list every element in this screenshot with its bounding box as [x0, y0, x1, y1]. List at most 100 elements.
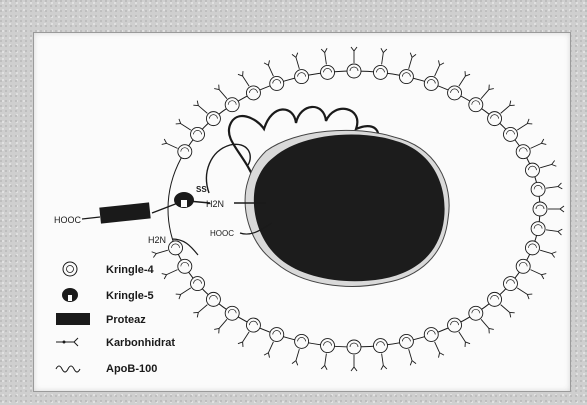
carbohydrate-chain [214, 85, 227, 99]
carbohydrate-chain [530, 139, 546, 148]
carbohydrate-chain [546, 183, 562, 189]
kringle-4-unit [295, 70, 309, 84]
kringle-4-unit [169, 241, 183, 255]
kringle-4-unit [448, 318, 462, 332]
legend-proteaz-icon [56, 313, 90, 325]
kringle-4-unit [469, 306, 483, 320]
carbohydrate-chain [501, 305, 515, 318]
carbohydrate-chain [214, 319, 227, 333]
carbohydrate-chain [435, 60, 444, 76]
legend-kringle4-icon [63, 262, 77, 276]
carbohydrate-chain [548, 206, 564, 212]
carbohydrate-chain [459, 332, 470, 347]
kringle-4-unit [246, 318, 260, 332]
kringle-4-unit [516, 259, 530, 273]
carbohydrate-chain [481, 319, 494, 333]
kringle-4-unit [448, 86, 462, 100]
lipoprotein-a-diagram: HOOC SS H2N H2N HOOC Kringle-4 Kringle-5… [34, 33, 570, 391]
carbohydrate-chain [540, 160, 556, 167]
kringle-4-unit [178, 259, 192, 273]
carbohydrate-chain [546, 229, 562, 235]
kringle-4-unit [373, 339, 387, 353]
protease-domain [99, 202, 150, 223]
kringle-4-unit [246, 86, 260, 100]
legend-kringle5-icon [62, 288, 78, 302]
kringle-4-unit [531, 222, 545, 236]
carbohydrate-chain [540, 250, 556, 257]
legend-karbonhidrat-icon [56, 338, 78, 346]
label-h2n-upper: H2N [206, 199, 224, 209]
label-h2n-lower: H2N [148, 235, 166, 245]
carbohydrate-chain [264, 60, 273, 76]
legend-kringle4-label: Kringle-4 [106, 264, 155, 276]
apob-loop-inner [207, 144, 251, 193]
hooc-left-line [82, 217, 100, 219]
legend: Kringle-4 Kringle-5 Proteaz Karbonhidrat… [56, 262, 175, 375]
kringle-5-domain [174, 192, 194, 208]
carbohydrate-chain [459, 71, 470, 86]
carbohydrate-chain [193, 101, 207, 114]
kringle-4-unit [503, 127, 517, 141]
carbohydrate-chain [517, 119, 532, 130]
carbohydrate-chain [409, 349, 416, 365]
carbohydrate-chain [381, 48, 387, 64]
carbohydrate-chain [193, 305, 207, 318]
kringle-4-unit [321, 339, 335, 353]
kringle-4-unit [531, 182, 545, 196]
kringle-4-unit [424, 328, 438, 342]
carbohydrate-chain [238, 332, 249, 347]
kringle-4-unit [225, 306, 239, 320]
ldl-particle-core [254, 134, 445, 281]
kringle-4-unit [178, 145, 192, 159]
carbohydrate-chain [176, 288, 191, 299]
legend-apob100-icon [56, 366, 80, 372]
legend-kringle5-label: Kringle-5 [106, 290, 154, 302]
carbohydrate-chain [321, 354, 327, 370]
kringle-4-unit [525, 163, 539, 177]
kringle5-link [152, 203, 178, 213]
kringle-4-unit [270, 76, 284, 90]
diagram-frame: HOOC SS H2N H2N HOOC Kringle-4 Kringle-5… [33, 32, 571, 392]
kringle-4-unit [488, 292, 502, 306]
label-hooc-inner: HOOC [210, 229, 234, 238]
carbohydrate-chain [176, 119, 191, 130]
carbohydrate-chain [481, 85, 494, 99]
carbohydrate-chain [517, 288, 532, 299]
carbohydrate-chain [238, 71, 249, 86]
carbohydrate-chain [435, 342, 444, 358]
kringle-4-unit [399, 70, 413, 84]
kringle-4-unit [533, 202, 547, 216]
kringle-4-unit [270, 328, 284, 342]
kringle-4-unit [469, 98, 483, 112]
carbohydrate-chain [351, 47, 357, 63]
legend-proteaz-label: Proteaz [106, 314, 146, 326]
kringle-4-unit [191, 277, 205, 291]
kringle-4-unit [321, 65, 335, 79]
carbohydrate-chain [162, 270, 178, 279]
label-hooc-left: HOOC [54, 215, 82, 225]
kringle-4-unit [206, 292, 220, 306]
carbohydrate-chain [321, 48, 327, 64]
kringle-4-unit [525, 241, 539, 255]
carbohydrate-chain [162, 139, 178, 148]
carbohydrate-chain [530, 270, 546, 279]
carbohydrate-chain [351, 355, 357, 371]
carbohydrate-chain [409, 53, 416, 69]
legend-karbonhidrat-label: Karbonhidrat [106, 337, 175, 349]
carbohydrate-chain [501, 101, 515, 114]
kringle-4-unit [399, 334, 413, 348]
label-ss: SS [196, 185, 207, 194]
kringle-4-unit [206, 112, 220, 126]
kringle-4-unit [347, 340, 361, 354]
carbohydrate-chain [152, 250, 168, 257]
kringle-4-unit [191, 127, 205, 141]
carbohydrate-chain [264, 342, 273, 358]
carbohydrate-chain [292, 349, 299, 365]
legend-apob100-label: ApoB-100 [106, 363, 157, 375]
kringle-4-unit [373, 65, 387, 79]
kringle-4-unit [488, 112, 502, 126]
carbohydrate-chain [292, 53, 299, 69]
kringle-4-unit [347, 64, 361, 78]
carbohydrate-chain [381, 354, 387, 370]
kringle-4-unit [295, 334, 309, 348]
